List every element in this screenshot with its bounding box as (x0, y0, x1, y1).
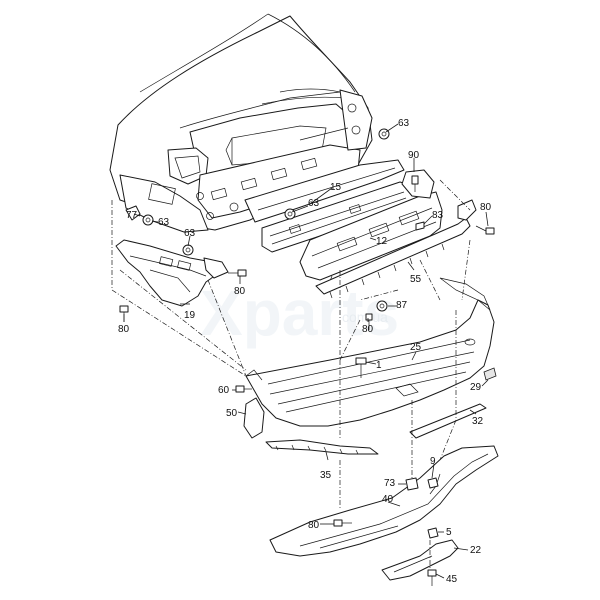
callout-40: 40 (382, 494, 394, 505)
part-22-underbody-cover (381, 539, 459, 581)
callout-87: 87 (396, 300, 408, 311)
callout-63: 63 (158, 217, 170, 228)
callout-83: 83 (432, 210, 444, 221)
callout-80: 80 (308, 520, 320, 531)
callout-77: 77 (126, 210, 138, 221)
callout-45: 45 (446, 574, 458, 585)
callout-80: 80 (234, 286, 246, 297)
callout-32: 32 (472, 416, 484, 427)
callout-73: 73 (384, 478, 396, 489)
callout-1: 1 (376, 360, 382, 371)
fasteners (119, 128, 495, 586)
callout-90: 90 (408, 150, 420, 161)
part-55-mounting-rail (315, 199, 477, 299)
part-32-trim-strip (409, 403, 487, 439)
callout-labels: 63 90 15 63 80 77 63 63 83 12 55 80 87 8… (118, 118, 492, 585)
watermark-domain: com.ua (342, 309, 388, 325)
callout-80: 80 (362, 324, 374, 335)
leader-lines (123, 123, 489, 579)
callout-19: 19 (184, 310, 196, 321)
callout-80: 80 (118, 324, 130, 335)
callout-63: 63 (398, 118, 410, 129)
callout-80: 80 (480, 202, 492, 213)
callout-55: 55 (410, 274, 422, 285)
callout-25: 25 (410, 342, 422, 353)
callout-15: 15 (330, 182, 342, 193)
rear-body-shell (109, 13, 373, 233)
callout-5: 5 (446, 527, 452, 538)
part-12-energy-absorber (299, 191, 443, 287)
part-29-reflector (483, 367, 497, 381)
callout-50: 50 (226, 408, 238, 419)
part-19-side-bracket (115, 239, 229, 307)
callout-60: 60 (218, 385, 230, 396)
watermark-brand: Xparts (200, 277, 399, 349)
callout-29: 29 (470, 382, 482, 393)
callout-35: 35 (320, 470, 332, 481)
alignment-lines (111, 179, 471, 570)
callout-12: 12 (376, 236, 388, 247)
part-50-side-guide (243, 397, 265, 439)
upper-guide-cover (244, 159, 405, 223)
callout-63: 63 (184, 228, 196, 239)
callout-63: 63 (308, 198, 320, 209)
callout-22: 22 (470, 545, 482, 556)
callout-9: 9 (430, 456, 436, 467)
part-35-trim-strip (265, 439, 379, 455)
part-15-impact-bar (261, 181, 419, 253)
